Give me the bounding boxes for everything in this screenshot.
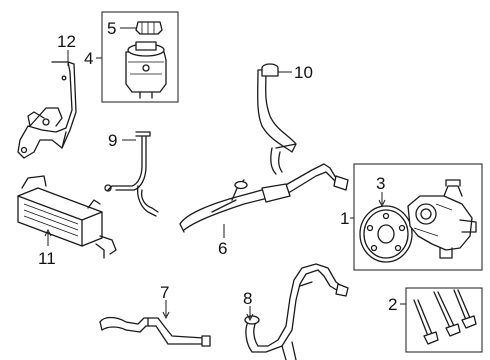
callout-9: 9: [108, 131, 117, 150]
callout-5: 5: [107, 19, 116, 38]
part-2-bolts: [413, 289, 477, 345]
part-5-reservoir-cap: [135, 21, 163, 35]
callout-8: 8: [243, 289, 252, 308]
callout-1: 1: [340, 209, 349, 228]
callout-4: 4: [84, 49, 93, 68]
reservoir-body: [125, 41, 167, 99]
box-1: [353, 163, 483, 271]
part-11-oil-cooler: [17, 175, 117, 259]
part-6-pressure-line: [179, 163, 349, 233]
part-12-bracket: [17, 61, 77, 159]
box-4: [101, 11, 179, 103]
part-10-hose: [257, 63, 297, 175]
callout-7: 7: [160, 283, 169, 302]
part-8-hose-assembly: [244, 263, 349, 360]
callout-10: 10: [294, 63, 313, 82]
callout-11: 11: [38, 249, 56, 268]
part-3-pulley: [359, 205, 413, 263]
part-7-return-hose: [99, 316, 211, 347]
callout-11-arrow: [44, 228, 52, 237]
callout-3: 3: [376, 174, 385, 193]
callout-2: 2: [388, 295, 397, 314]
callout-8-arrow: [246, 313, 254, 322]
callout-3-arrow: [378, 199, 386, 208]
power-steering-pump: [407, 179, 477, 259]
callout-12: 12: [57, 32, 76, 51]
callout-6: 6: [218, 239, 227, 258]
box-2: [405, 287, 483, 353]
part-9-return-line: [104, 131, 159, 217]
callout-7-arrow: [162, 311, 170, 320]
